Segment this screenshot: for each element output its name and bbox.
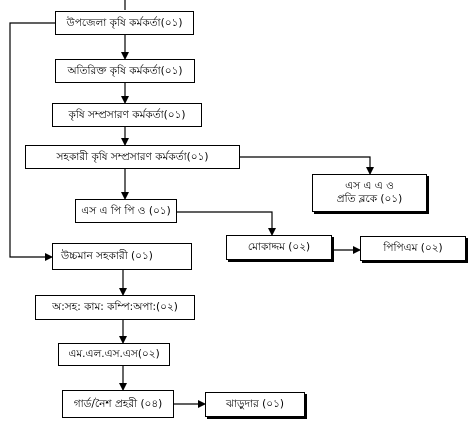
node-additional-agri-officer: অতিরিক্ত কৃষি কর্মকর্তা(০১) <box>55 59 195 83</box>
arrow-asst-to-saao <box>240 156 374 175</box>
node-upazila-agri-officer: উপজেলা কৃষি কর্মকর্তা(০১) <box>55 11 194 35</box>
node-sweeper: ঝাড়ুদার (০১) <box>205 392 305 417</box>
node-mlss: এম.এল.এস.এস(০২) <box>58 343 170 366</box>
node-office-asst-typist: অ:সহ: কাম: কম্পি:অপা:(০২) <box>35 295 195 320</box>
arrow-sapp-to-mokaddam <box>177 211 276 236</box>
arrow-upazila-to-higher-assistant <box>9 22 55 261</box>
saao-subtitle: প্রতি ব্লকে (০১) <box>336 193 403 205</box>
node-guard: গার্ড/নৈশ প্রহরী (০৪) <box>62 390 174 418</box>
node-asst-agri-extension-officer: সহকারী কৃষি সম্প্রসারণ কর্মকর্তা(০১) <box>25 145 240 169</box>
node-agri-extension-officer: কৃষি সম্প্রসারণ কর্মকর্তা(০১) <box>52 103 202 127</box>
saao-title: এস এ এ ও <box>345 180 394 193</box>
node-ppm: পিপিএম (০২) <box>360 236 466 261</box>
node-saao: এস এ এ ও প্রতি ব্লকে (০১) <box>312 174 427 212</box>
node-mokaddam: মোকাদ্দম (০২) <box>226 235 332 260</box>
node-sapp-o: এস এ পি পি ও (০১) <box>75 199 177 223</box>
node-higher-assistant: উচ্চমান সহকারী (০১) <box>52 243 192 270</box>
